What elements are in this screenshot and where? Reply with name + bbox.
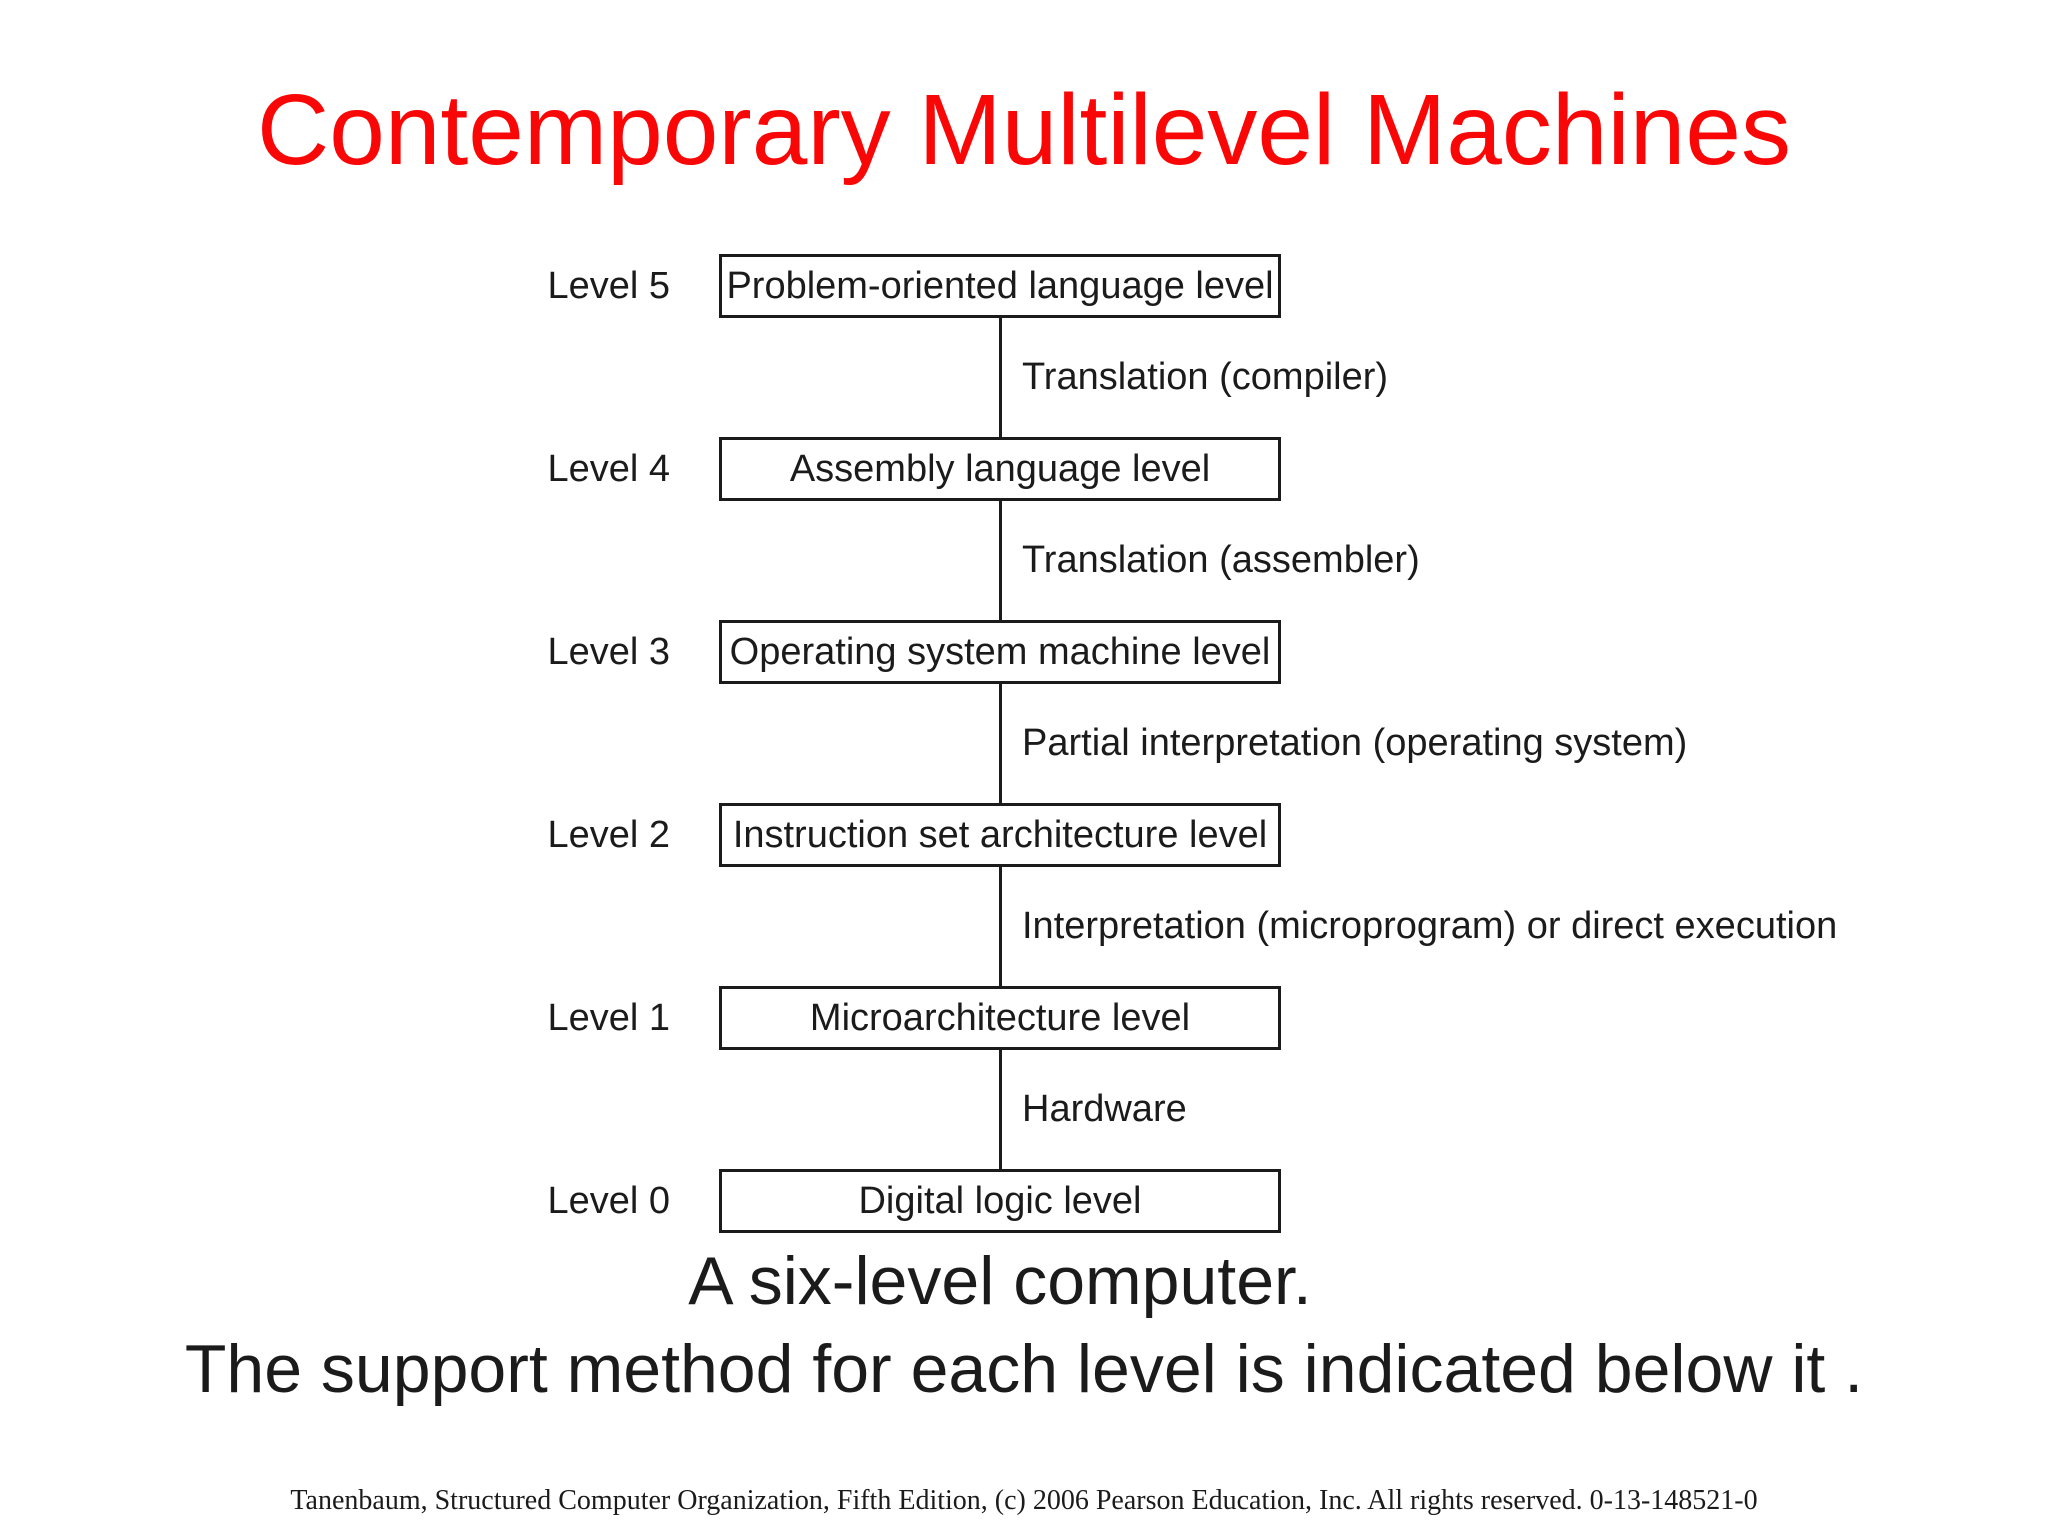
support-label-5-4: Translation (compiler) bbox=[1022, 356, 1389, 398]
level-5-box: Problem-oriented language level bbox=[719, 254, 1281, 318]
connector-line-1-0 bbox=[999, 1050, 1002, 1169]
connector-line-2-1 bbox=[999, 867, 1002, 986]
caption-line-1: A six-level computer. bbox=[688, 1243, 1312, 1319]
level-5-label: Level 5 bbox=[547, 265, 670, 307]
support-label-2-1: Interpretation (microprogram) or direct … bbox=[1022, 905, 1838, 947]
level-1-box: Microarchitecture level bbox=[719, 986, 1281, 1050]
support-label-3-2: Partial interpretation (operating system… bbox=[1022, 722, 1688, 764]
level-2-box: Instruction set architecture level bbox=[719, 803, 1281, 867]
slide-title: Contemporary Multilevel Machines bbox=[257, 74, 1791, 186]
connector-line-5-4 bbox=[999, 318, 1002, 437]
connector-line-3-2 bbox=[999, 684, 1002, 803]
level-0-label: Level 0 bbox=[547, 1180, 670, 1222]
level-3-label: Level 3 bbox=[547, 631, 670, 673]
level-0-box: Digital logic level bbox=[719, 1169, 1281, 1233]
support-label-4-3: Translation (assembler) bbox=[1022, 539, 1420, 581]
caption-line-2: The support method for each level is ind… bbox=[184, 1331, 1864, 1407]
level-3-box: Operating system machine level bbox=[719, 620, 1281, 684]
level-1-label: Level 1 bbox=[547, 997, 670, 1039]
level-4-box: Assembly language level bbox=[719, 437, 1281, 501]
copyright-footer: Tanenbaum, Structured Computer Organizat… bbox=[290, 1485, 1758, 1516]
level-4-label: Level 4 bbox=[547, 448, 670, 490]
level-2-label: Level 2 bbox=[547, 814, 670, 856]
connector-line-4-3 bbox=[999, 501, 1002, 620]
support-label-1-0: Hardware bbox=[1022, 1088, 1187, 1130]
